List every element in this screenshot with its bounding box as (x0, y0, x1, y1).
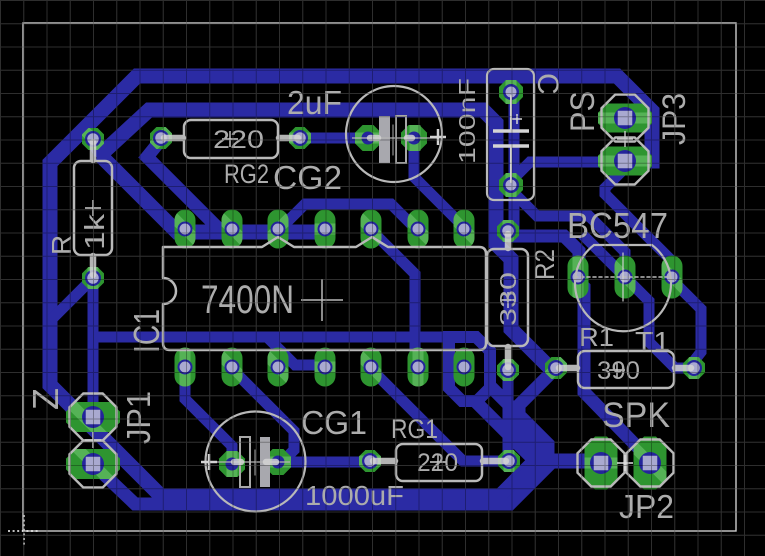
svg-text:R2: R2 (529, 249, 560, 280)
svg-text:SPK: SPK (602, 396, 670, 435)
svg-text:330: 330 (495, 272, 521, 326)
svg-text:PS: PS (564, 91, 602, 132)
svg-text:220: 220 (213, 126, 264, 154)
svg-text:2uF: 2uF (287, 84, 342, 121)
svg-text:RG1: RG1 (391, 414, 438, 444)
svg-text:1k: 1k (79, 213, 110, 250)
svg-text:C: C (531, 73, 564, 95)
svg-text:CG1: CG1 (301, 404, 367, 441)
svg-text:R1: R1 (579, 322, 614, 352)
svg-text:7400N: 7400N (201, 278, 294, 322)
svg-text:JP1: JP1 (120, 391, 157, 444)
svg-text:R: R (46, 235, 77, 255)
svg-text:BC547: BC547 (567, 205, 668, 246)
svg-text:RG2: RG2 (224, 159, 269, 189)
svg-text:T1: T1 (635, 326, 670, 357)
svg-text:220: 220 (417, 449, 458, 477)
svg-text:390: 390 (597, 357, 640, 385)
svg-text:100nF: 100nF (454, 78, 480, 164)
svg-text:1000uF: 1000uF (305, 480, 404, 511)
svg-text:CG2: CG2 (273, 159, 342, 196)
svg-text:JP2: JP2 (619, 488, 674, 525)
svg-text:JP3: JP3 (656, 93, 692, 145)
svg-text:IC1: IC1 (126, 309, 167, 353)
svg-text:Z: Z (25, 388, 66, 410)
